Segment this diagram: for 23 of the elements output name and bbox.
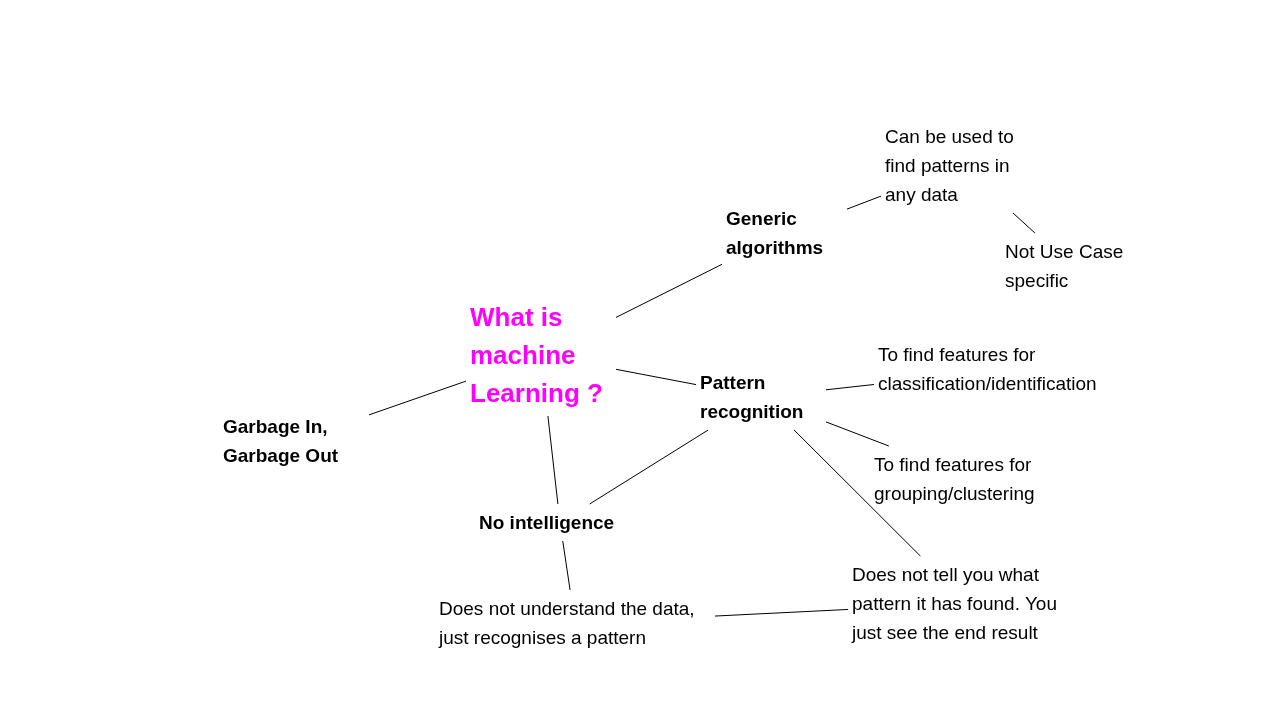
connector-line <box>615 263 723 318</box>
branch-text: Garbage In, Garbage Out <box>223 415 340 468</box>
branch-text: Not Use Case specific <box>1005 240 1125 293</box>
connector-line <box>1012 212 1036 234</box>
connector-line <box>547 415 559 505</box>
connector-line <box>714 608 849 617</box>
connector-line <box>589 429 709 505</box>
branch-text: To find features for grouping/clustering <box>874 453 1036 506</box>
branch-text: Can be used to find patterns in any data <box>885 125 1015 207</box>
branch-text: Does not understand the data, just recognises a pattern <box>439 597 696 650</box>
connector-line <box>615 368 697 386</box>
connector-line <box>562 540 571 591</box>
connector-line <box>793 429 921 557</box>
branch-text: Generic algorithms <box>726 207 825 260</box>
branch-text: Does not tell you what pattern it has found. You just see the end result <box>852 563 1058 645</box>
connector-line <box>368 380 467 416</box>
connector-line <box>825 384 875 391</box>
central-question: What is machine Learning ? <box>470 301 604 410</box>
branch-text: Pattern recognition <box>700 371 805 424</box>
branch-text: To find features for classification/identification <box>878 343 1098 396</box>
connector-line <box>825 421 890 447</box>
connector-line <box>846 195 882 210</box>
branch-text: No intelligence <box>479 511 616 535</box>
